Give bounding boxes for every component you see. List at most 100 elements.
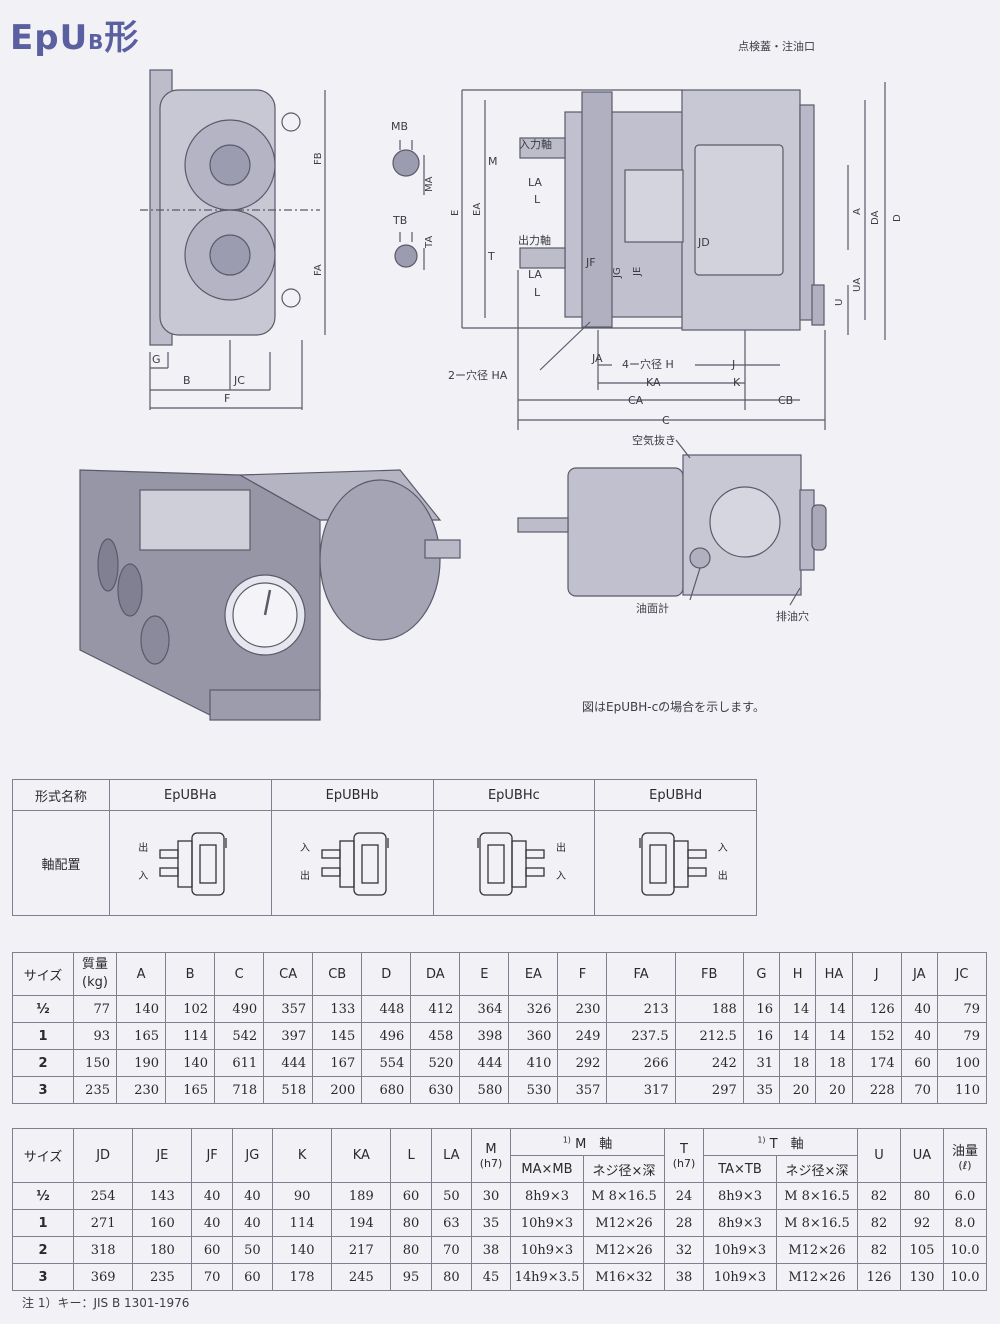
value-cell: 82 — [857, 1209, 901, 1237]
value-cell: 40 — [191, 1209, 233, 1237]
value-cell: 217 — [331, 1236, 392, 1264]
arr-cell-a: 出入 — [109, 810, 272, 916]
value-cell: 242 — [674, 1049, 744, 1077]
dim-G: G — [152, 353, 161, 366]
dim-JG: JG — [612, 267, 623, 278]
value-cell: M 8×16.5 — [583, 1182, 665, 1210]
col-header: K — [271, 1128, 333, 1183]
label-drain: 排油穴 — [776, 610, 809, 623]
label-ha-hole: 2ー穴径 HA — [448, 369, 508, 382]
dim-DA: DA — [870, 210, 881, 225]
value-cell: 14 — [779, 1022, 817, 1050]
value-cell: 63 — [430, 1209, 473, 1237]
value-cell: 213 — [606, 995, 676, 1023]
col-m-thread: ネジ径×深 — [583, 1155, 665, 1183]
col-header: J — [851, 952, 902, 996]
value-cell: 14 — [815, 995, 853, 1023]
value-cell: 140 — [165, 1049, 216, 1077]
figure-caption: 図はEpUBH-cの場合を示します。 — [582, 700, 765, 714]
value-cell: 50 — [430, 1182, 473, 1210]
dim-CA: CA — [628, 394, 644, 407]
dim-M: M — [488, 155, 498, 168]
dim-T: T — [488, 250, 495, 263]
value-cell: 82 — [857, 1182, 901, 1210]
col-ua: UA — [900, 1128, 944, 1183]
col-t-thread: ネジ径×深 — [776, 1155, 858, 1183]
value-cell: 8.0 — [943, 1209, 987, 1237]
value-cell: 189 — [331, 1182, 392, 1210]
footnote: 注 1）キー：JIS B 1301-1976 — [22, 1296, 190, 1310]
value-cell: M12×26 — [776, 1236, 858, 1264]
value-cell: 95 — [390, 1263, 432, 1291]
value-cell: 230 — [115, 1076, 167, 1104]
col-header: CA — [263, 952, 314, 996]
value-cell: 38 — [471, 1236, 511, 1264]
value-cell: 40 — [231, 1209, 273, 1237]
value-cell: 254 — [72, 1182, 134, 1210]
value-cell: 630 — [410, 1076, 461, 1104]
value-cell: 167 — [312, 1049, 363, 1077]
row-label-model: 形式名称 — [12, 779, 110, 811]
dim-JD: JD — [698, 236, 710, 249]
dim-MA: MA — [424, 176, 435, 192]
col-header: JE — [132, 1128, 193, 1183]
value-cell: 410 — [508, 1049, 559, 1077]
col-header: DA — [410, 952, 461, 996]
value-cell: 16 — [742, 1022, 781, 1050]
col-header: A — [115, 952, 167, 996]
value-cell: 271 — [72, 1209, 134, 1237]
arr-cell-c: 出入 — [432, 810, 596, 916]
value-cell: 165 — [115, 1022, 167, 1050]
col-t: T(h7) — [664, 1128, 704, 1183]
value-cell: 92 — [900, 1209, 944, 1237]
shaft-detail-drawing — [392, 140, 425, 270]
value-cell: 126 — [851, 995, 902, 1023]
value-cell: 32 — [664, 1236, 704, 1264]
dim-TB: TB — [393, 214, 408, 227]
col-header: JA — [900, 952, 938, 996]
arr-cell-b: 入出 — [270, 810, 434, 916]
value-cell: 20 — [815, 1076, 853, 1104]
value-cell: 79 — [936, 995, 988, 1023]
value-cell: 397 — [263, 1022, 314, 1050]
dim-C: C — [662, 414, 670, 427]
value-cell: 80 — [390, 1236, 432, 1264]
value-cell: 30 — [471, 1182, 511, 1210]
label-input-shaft: 入力軸 — [519, 138, 552, 151]
mass-cell: 93 — [73, 1022, 117, 1050]
col-mass: 質量 (kg) — [73, 952, 117, 996]
value-cell: 152 — [851, 1022, 902, 1050]
value-cell: 105 — [900, 1236, 944, 1264]
value-cell: 360 — [508, 1022, 559, 1050]
value-cell: 230 — [557, 995, 608, 1023]
value-cell: 357 — [263, 995, 314, 1023]
value-cell: 266 — [606, 1049, 676, 1077]
value-cell: 190 — [115, 1049, 167, 1077]
value-cell: 680 — [361, 1076, 412, 1104]
value-cell: 490 — [214, 995, 265, 1023]
value-cell: 40 — [231, 1182, 273, 1210]
label-air-vent: 空気抜き — [632, 434, 676, 447]
value-cell: 369 — [72, 1263, 134, 1291]
col-header: G — [742, 952, 781, 996]
row-label-arrangement: 軸配置 — [12, 810, 110, 916]
value-cell: M12×26 — [583, 1236, 665, 1264]
value-cell: 80 — [430, 1263, 473, 1291]
dim-JC: JC — [234, 374, 245, 387]
model-d: EpUBHd — [594, 779, 757, 811]
value-cell: 160 — [132, 1209, 193, 1237]
col-header: JD — [72, 1128, 134, 1183]
value-cell: 82 — [857, 1236, 901, 1264]
col-t-axis: 1) T 軸 — [703, 1128, 858, 1156]
dim-F: F — [224, 392, 231, 405]
value-cell: 100 — [936, 1049, 988, 1077]
col-header: FA — [606, 952, 676, 996]
dim-B: B — [183, 374, 191, 387]
size-cell: 1 — [12, 1022, 74, 1050]
value-cell: 174 — [851, 1049, 902, 1077]
